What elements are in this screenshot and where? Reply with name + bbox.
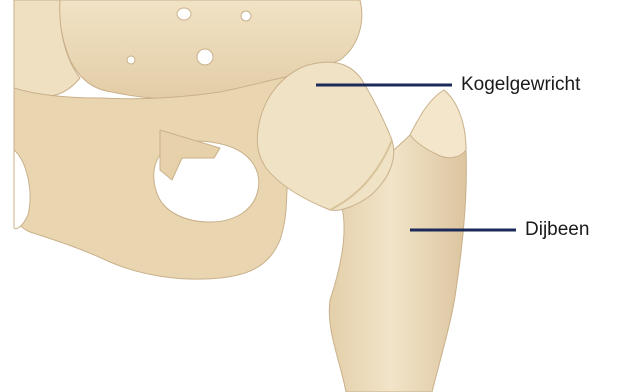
sacral-foramen xyxy=(241,11,251,21)
sacral-foramen xyxy=(127,56,135,64)
label-thigh-bone: Dijbeen xyxy=(525,219,589,241)
sacral-foramen xyxy=(177,8,191,20)
sacral-foramen xyxy=(197,49,213,65)
label-ball-joint: Kogelgewricht xyxy=(461,74,580,96)
